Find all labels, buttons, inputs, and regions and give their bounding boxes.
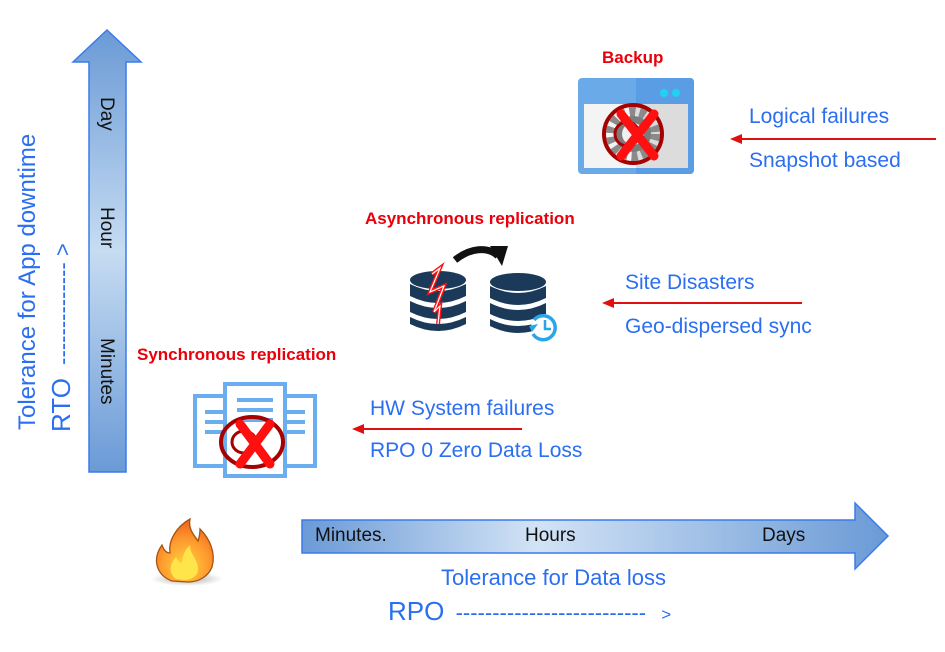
- sync-red-arrow: [352, 424, 522, 434]
- rpo-label: RPO: [388, 596, 445, 626]
- async-replication-title: Asynchronous replication: [365, 209, 575, 228]
- rpo-axis-title: Tolerance for Data loss: [441, 565, 666, 590]
- backup-title: Backup: [602, 48, 664, 67]
- sync-replication-title: Synchronous replication: [137, 345, 337, 364]
- backup-method: Snapshot based: [749, 149, 901, 172]
- broken-app-window-icon: [578, 78, 694, 174]
- fire-icon: [151, 517, 223, 586]
- async-method: Geo-dispersed sync: [625, 315, 812, 338]
- sync-failure: HW System failures: [370, 397, 555, 420]
- rpo-tick-minutes: Minutes.: [315, 525, 387, 546]
- rpo-arrow-tip: >: [661, 605, 672, 624]
- backup-red-arrow: [730, 134, 936, 144]
- async-failure: Site Disasters: [625, 271, 755, 294]
- database-replication-icon: [410, 246, 559, 342]
- rpo-tick-hours: Hours: [525, 525, 576, 546]
- rpo-tick-days: Days: [762, 525, 806, 546]
- rpo-dashes: --------------------------: [455, 600, 647, 625]
- async-red-arrow: [602, 298, 802, 308]
- rpo-axis-label: RPO -------------------------- >: [388, 596, 671, 627]
- sync-method: RPO 0 Zero Data Loss: [370, 439, 583, 462]
- broken-documents-icon: [193, 382, 317, 478]
- backup-failure: Logical failures: [749, 105, 890, 128]
